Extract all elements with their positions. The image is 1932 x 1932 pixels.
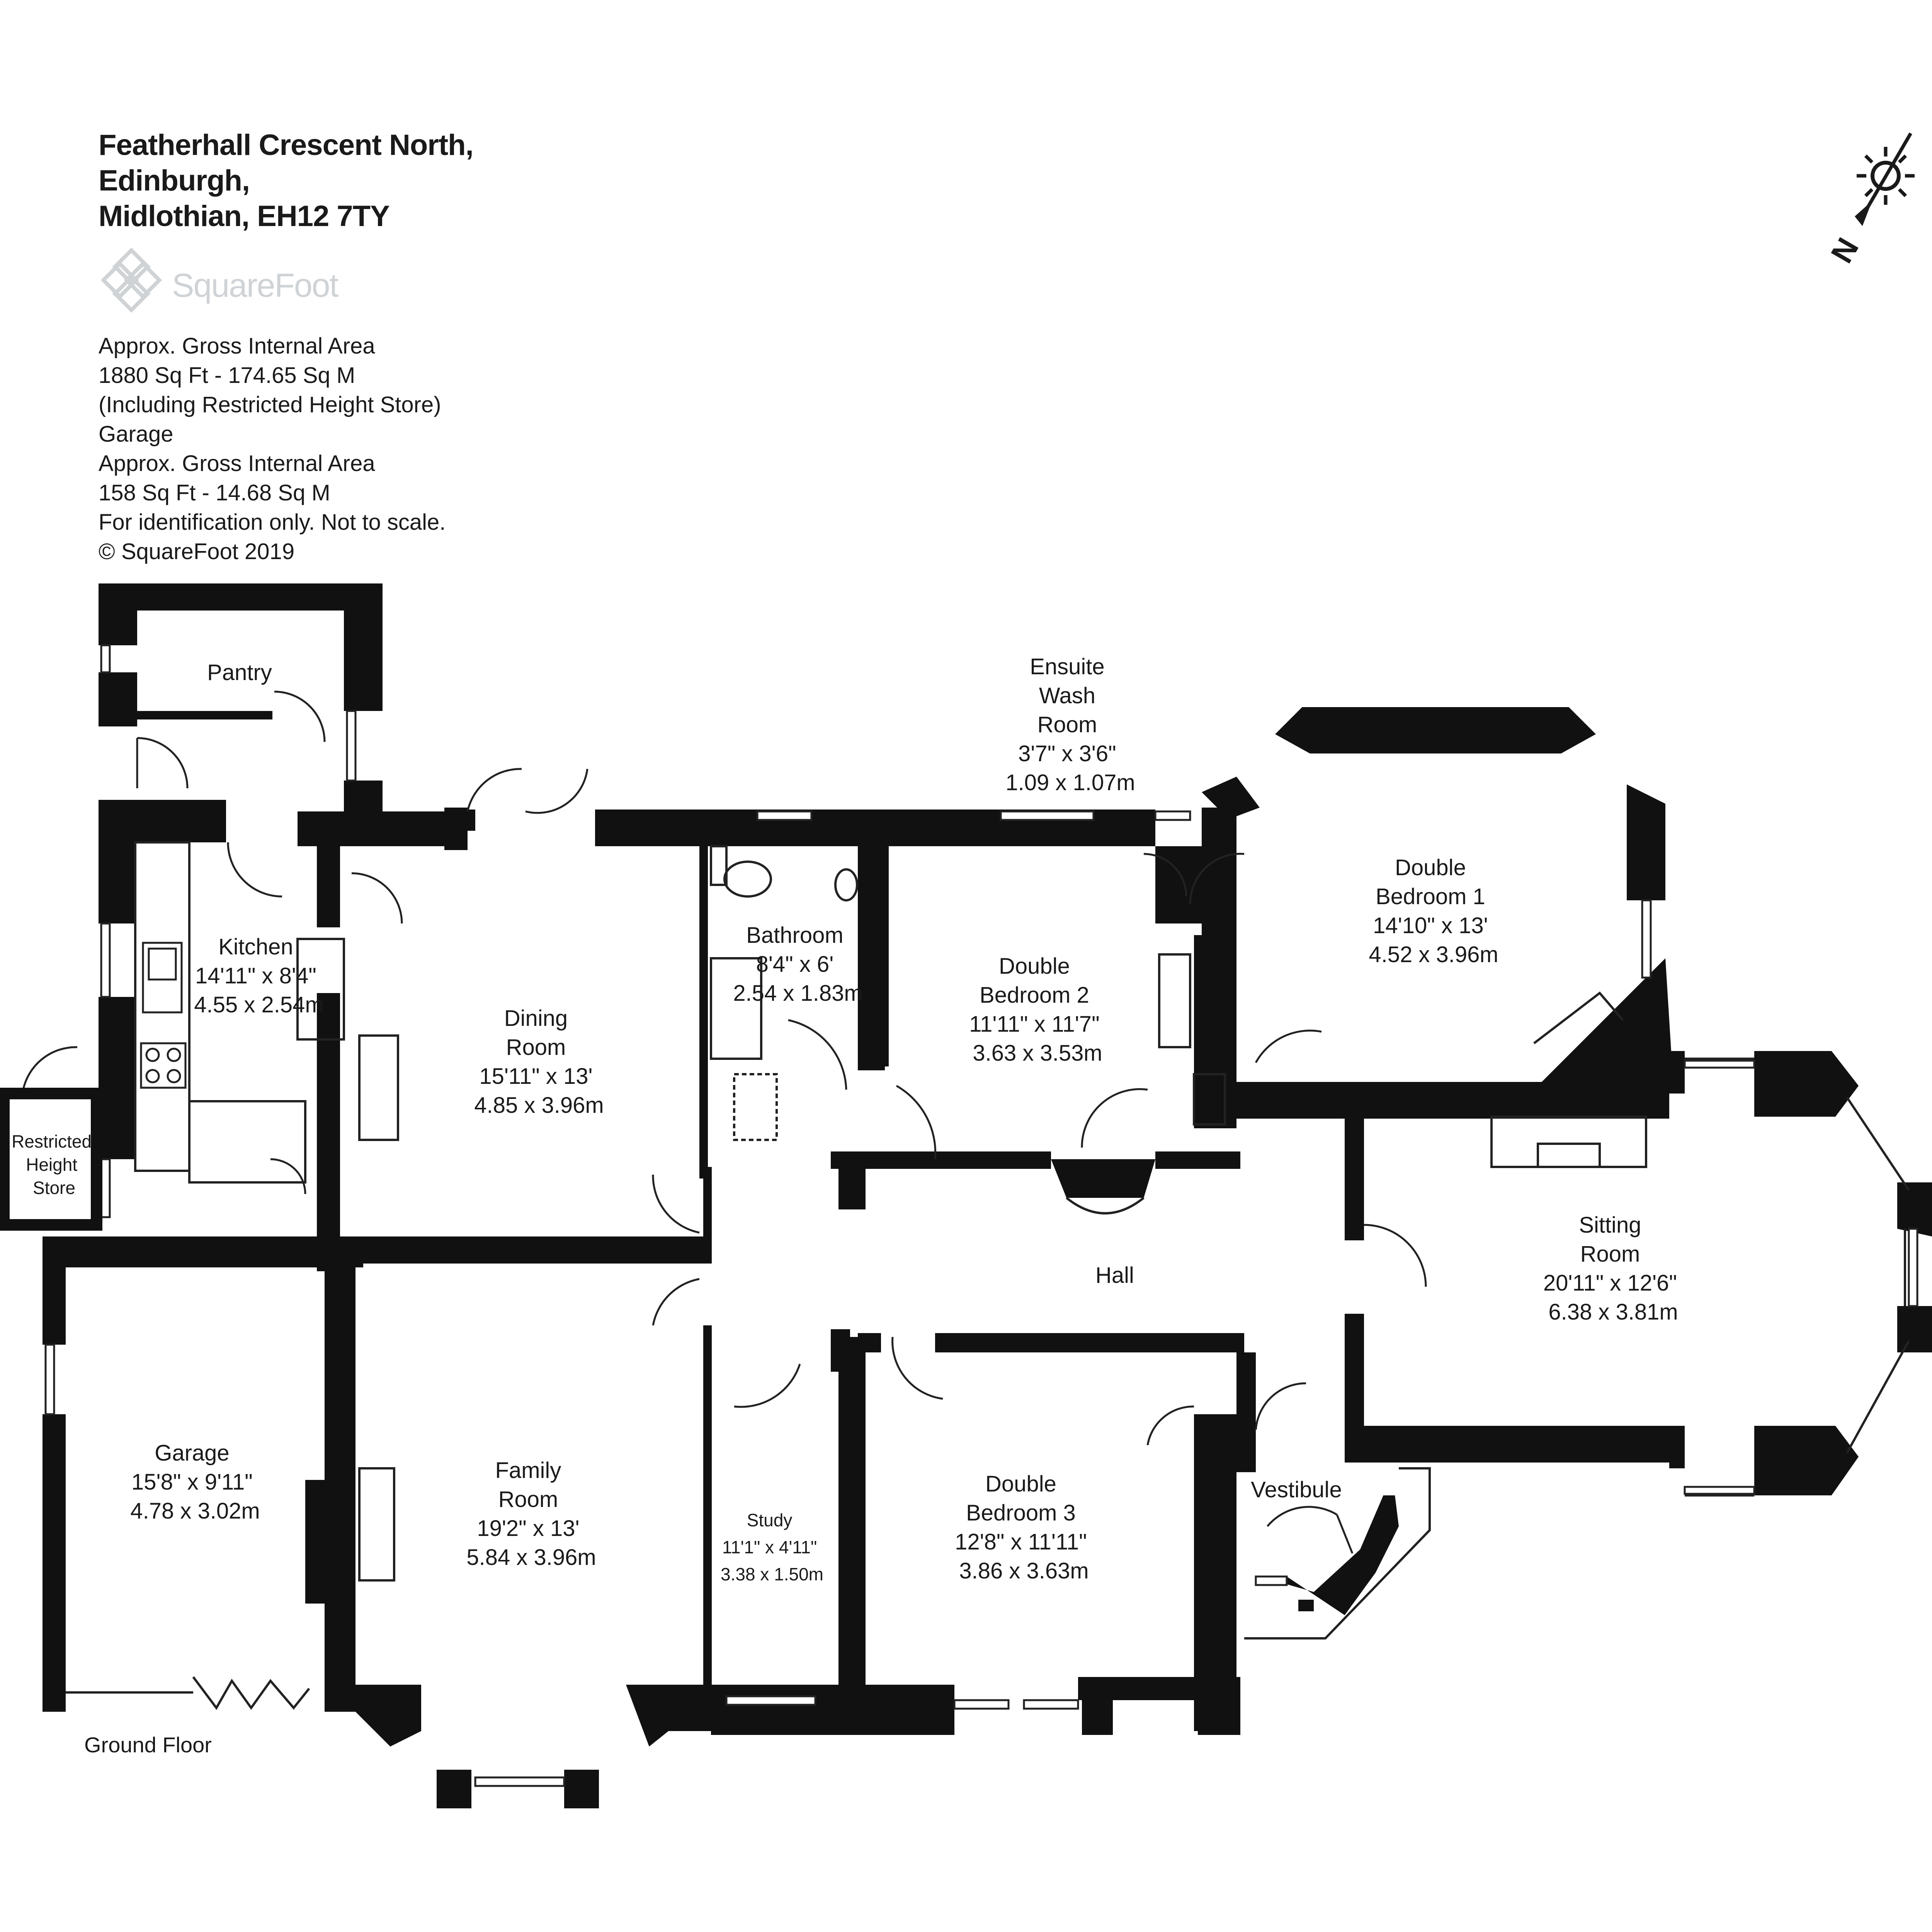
hall-label: Hall <box>1095 1263 1134 1288</box>
info-line: 1880 Sq Ft - 174.65 Sq M <box>99 363 355 388</box>
study-label: Study 11'1" x 4'11" 3.38 x 1.50m <box>721 1510 823 1584</box>
hob-icon <box>140 1042 187 1089</box>
bedroom-1-label: Double Bedroom 1 14'10" x 13' 4.52 x 3.9… <box>1369 855 1498 967</box>
info-line: Garage <box>99 422 173 447</box>
sitting-room-label: Sitting Room 20'11" x 12'6" 6.38 x 3.81m <box>1543 1213 1683 1325</box>
compass-icon: N <box>1824 132 1915 269</box>
vestibule-label: Vestibule <box>1251 1477 1342 1502</box>
walls <box>43 583 1932 1808</box>
kitchen-label: Kitchen 14'11" x 8'4" 4.55 x 2.54m <box>194 934 323 1017</box>
dining-room-label: Dining Room 15'11" x 13' 4.85 x 3.96m <box>474 1006 604 1118</box>
logo-text: SquareFoot <box>172 267 338 304</box>
ensuite-label: Ensuite Wash Room 3'7" x 3'6" 1.09 x 1.0… <box>1005 654 1135 795</box>
family-bay-area <box>421 1662 657 1777</box>
garage-label: Garage 15'8" x 9'11" 4.78 x 3.02m <box>130 1440 260 1524</box>
floor-label: Ground Floor <box>84 1733 212 1757</box>
address-block: Featherhall Crescent North, Edinburgh, M… <box>99 128 474 234</box>
squarefoot-logo-icon <box>100 247 162 313</box>
restricted-store-outline <box>0 1088 102 1231</box>
info-line: Approx. Gross Internal Area <box>99 451 375 476</box>
info-line: For identification only. Not to scale. <box>99 510 446 535</box>
info-line: © SquareFoot 2019 <box>99 539 295 564</box>
address-line-1: Featherhall Crescent North, <box>99 129 474 162</box>
sink-icon <box>142 942 183 1014</box>
compass-n-label: N <box>1824 232 1865 269</box>
pantry-label: Pantry <box>207 660 272 685</box>
address-line-2: Edinburgh, <box>99 164 250 197</box>
info-line: 158 Sq Ft - 14.68 Sq M <box>99 480 330 505</box>
info-line: (Including Restricted Height Store) <box>99 392 441 417</box>
info-line: Approx. Gross Internal Area <box>99 333 375 359</box>
area-info: Approx. Gross Internal Area 1880 Sq Ft -… <box>99 332 446 566</box>
bedroom-3-label: Double Bedroom 3 12'8" x 11'11" 3.86 x 3… <box>955 1471 1093 1583</box>
address-line-3: Midlothian, EH12 7TY <box>99 200 390 233</box>
family-room-label: Family Room 19'2" x 13' 5.84 x 3.96m <box>466 1458 596 1570</box>
doors <box>22 690 1427 1554</box>
bathroom-label: Bathroom 8'4" x 6' 2.54 x 1.83m <box>733 923 862 1006</box>
sitting-room-area <box>1294 742 1634 1082</box>
windows <box>44 644 1918 1787</box>
bedroom-2-label: Double Bedroom 2 11'11" x 11'7" 3.63 x 3… <box>969 954 1106 1066</box>
restricted-store-label: Restricted Height Store <box>12 1131 97 1198</box>
thin-lines <box>66 841 1910 1710</box>
